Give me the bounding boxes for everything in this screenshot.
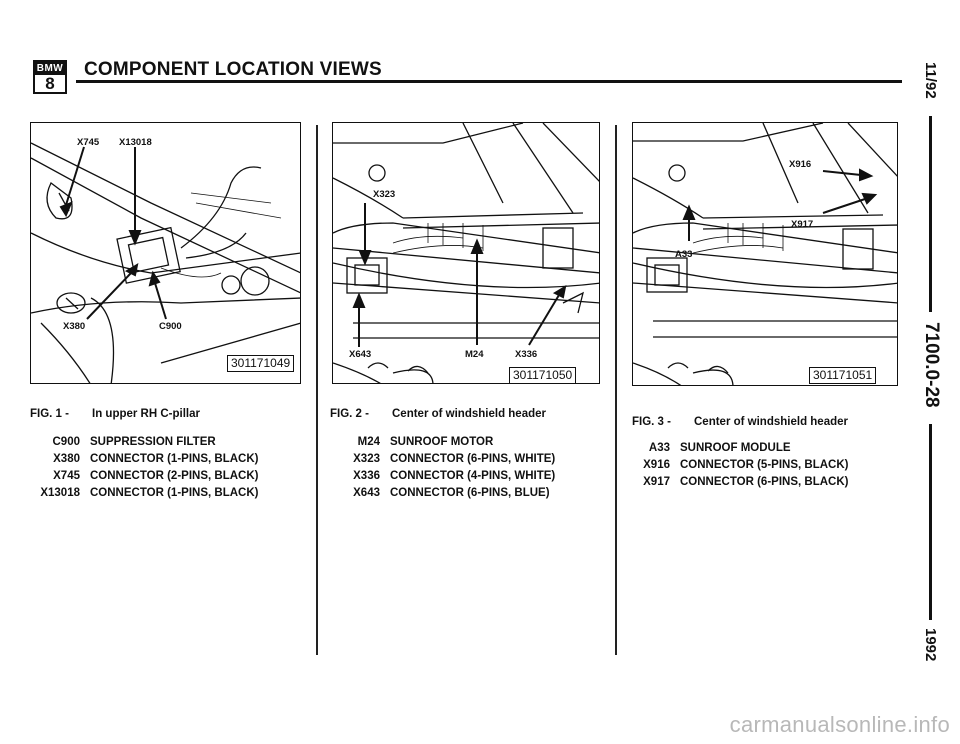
legend-row: A33 SUNROOF MODULE (612, 442, 848, 459)
figure-1-caption: FIG. 1 - In upper RH C-pillar (30, 408, 200, 420)
legend-code: X916 (643, 459, 670, 471)
legend-code: X323 (353, 453, 380, 465)
legend-desc: CONNECTOR (6-PINS, BLACK) (680, 476, 849, 488)
legend-row: X323 CONNECTOR (6-PINS, WHITE) (322, 453, 555, 470)
callout-c900: C900 (159, 321, 182, 332)
column-divider-left (316, 125, 318, 655)
side-date: 11/92 (922, 62, 939, 99)
callout-x917: X917 (791, 219, 814, 230)
legend-desc: CONNECTOR (1-PINS, BLACK) (90, 453, 259, 465)
figure-1-image-number: 301171049 (227, 355, 295, 372)
legend-desc: CONNECTOR (6-PINS, WHITE) (390, 453, 556, 465)
legend-row: X916 CONNECTOR (5-PINS, BLACK) (612, 459, 848, 476)
logo-brand: BMW (35, 62, 65, 75)
side-rule-1 (929, 116, 932, 312)
legend-desc: SUPPRESSION FILTER (90, 436, 216, 448)
legend-row: X643 CONNECTOR (6-PINS, BLUE) (322, 487, 555, 504)
figure-2-caption-text: Center of windshield header (392, 408, 546, 420)
logo-series: 8 (45, 74, 55, 93)
figure-3-caption: FIG. 3 - Center of windshield header (632, 416, 848, 428)
legend-row: X13018 CONNECTOR (1-PINS, BLACK) (22, 487, 258, 504)
legend-code: X380 (53, 453, 80, 465)
figure-2-image-number: 301171050 (509, 367, 577, 383)
figure-2-caption: FIG. 2 - Center of windshield header (330, 408, 546, 420)
callout-x380: X380 (63, 321, 86, 332)
figure-3-illustration: X916 X917 A33 301171051 (632, 122, 898, 386)
legend-code: M24 (357, 436, 380, 448)
figure-1-caption-text: In upper RH C-pillar (92, 408, 200, 420)
callout-x323: X323 (373, 189, 396, 200)
callout-x336: X336 (515, 349, 538, 360)
column-divider-right (615, 125, 617, 655)
figure-2-illustration: X323 X643 M24 X336 301171050 (332, 122, 600, 384)
windshield-header-drawing-1 (333, 123, 599, 383)
figure-3-caption-number: FIG. 3 - (632, 416, 671, 428)
callout-m24: M24 (465, 349, 484, 360)
side-rule-2 (929, 424, 932, 620)
legend-code: X336 (353, 470, 380, 482)
legend-code: X13018 (40, 487, 80, 499)
callout-a33: A33 (675, 249, 693, 260)
callout-x745: X745 (77, 137, 100, 148)
side-page-number: 7100.0-28 (921, 322, 942, 408)
legend-row: M24 SUNROOF MOTOR (322, 436, 555, 453)
legend-code: C900 (52, 436, 81, 448)
bmw-8-logo: BMW 8 (33, 60, 67, 94)
figure-3-legend: A33 SUNROOF MODULE X916 CONNECTOR (5-PINS,… (612, 442, 848, 493)
legend-desc: CONNECTOR (5-PINS, BLACK) (680, 459, 849, 471)
legend-code: X745 (53, 470, 80, 482)
figure-2-caption-number: FIG. 2 - (330, 408, 369, 420)
callout-x13018: X13018 (119, 137, 152, 148)
callout-x643: X643 (349, 349, 372, 360)
page-title: COMPONENT LOCATION VIEWS (84, 59, 382, 80)
legend-desc: CONNECTOR (2-PINS, BLACK) (90, 470, 259, 482)
legend-code: X917 (643, 476, 670, 488)
legend-desc: CONNECTOR (4-PINS, WHITE) (390, 470, 556, 482)
figure-3-image-number: 301171051 (809, 367, 877, 384)
side-year: 1992 (922, 628, 939, 662)
figure-1-caption-number: FIG. 1 - (30, 408, 69, 420)
legend-desc: CONNECTOR (6-PINS, BLUE) (390, 487, 550, 499)
legend-row: X380 CONNECTOR (1-PINS, BLACK) (22, 453, 258, 470)
legend-code: A33 (648, 442, 670, 454)
c-pillar-drawing (31, 142, 300, 383)
legend-row: X917 CONNECTOR (6-PINS, BLACK) (612, 476, 848, 493)
legend-desc: SUNROOF MODULE (680, 442, 791, 454)
watermark: carmanualsonline.info (729, 712, 950, 737)
windshield-header-drawing-2 (633, 123, 897, 385)
legend-code: X643 (353, 487, 380, 499)
legend-row: X336 CONNECTOR (4-PINS, WHITE) (322, 470, 555, 487)
legend-desc: CONNECTOR (1-PINS, BLACK) (90, 487, 259, 499)
figure-3-caption-text: Center of windshield header (694, 416, 848, 428)
header-divider (76, 80, 902, 83)
legend-desc: SUNROOF MOTOR (390, 436, 494, 448)
figure-1-illustration: X745 X13018 X380 C900 301171049 (30, 122, 301, 384)
legend-row: X745 CONNECTOR (2-PINS, BLACK) (22, 470, 258, 487)
callout-x916: X916 (789, 159, 812, 170)
legend-row: C900 SUPPRESSION FILTER (22, 436, 258, 453)
